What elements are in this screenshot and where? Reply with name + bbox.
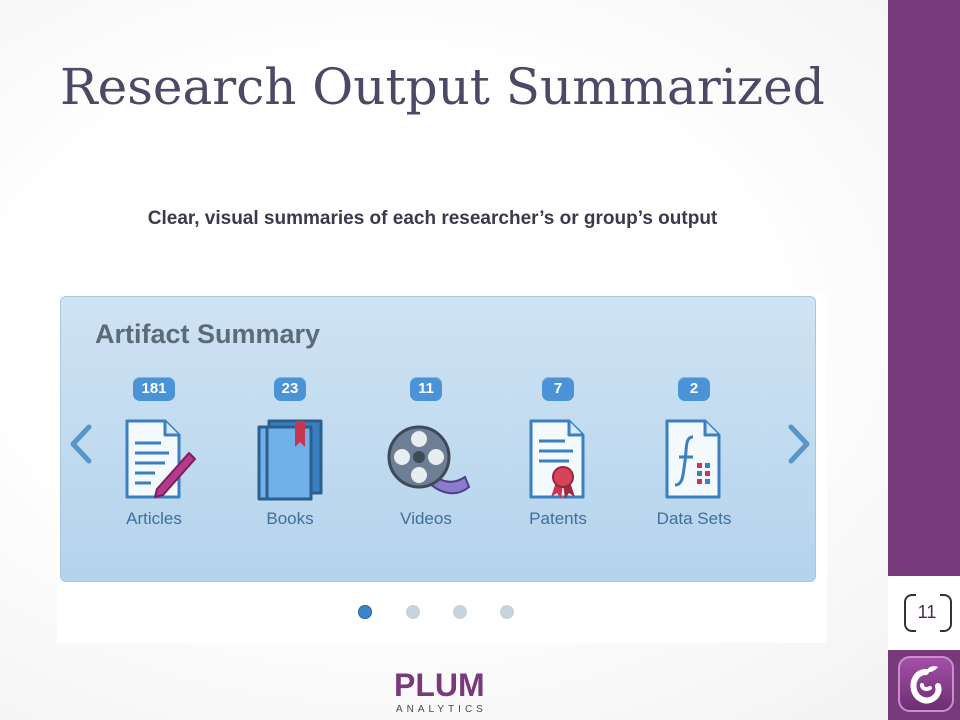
artifact-count-badge: 7 bbox=[542, 377, 574, 401]
slide-title: Research Output Summarized bbox=[60, 58, 825, 116]
page-bracket-left bbox=[904, 594, 916, 632]
artifact-label: Books bbox=[266, 509, 314, 528]
carousel-dot-4[interactable] bbox=[500, 605, 514, 619]
page-number-box: 11 bbox=[888, 576, 960, 648]
artifact-summary-panel: Artifact Summary 181 Articles 23 Books bbox=[60, 296, 816, 582]
artifact-count-badge: 23 bbox=[273, 377, 307, 401]
artifact-label: Videos bbox=[400, 509, 452, 528]
panel-title: Artifact Summary bbox=[95, 319, 321, 349]
artifact-books[interactable]: 23 Books bbox=[230, 377, 350, 557]
plum-app-icon bbox=[898, 656, 954, 712]
artifact-videos[interactable]: 11 Videos bbox=[366, 377, 486, 557]
carousel-next-arrow-icon[interactable] bbox=[785, 419, 813, 469]
carousel-prev-arrow-icon[interactable] bbox=[67, 419, 95, 469]
page-number: 11 bbox=[917, 602, 937, 622]
page-bracket-right bbox=[940, 594, 952, 632]
logo-wordmark: PLUM bbox=[394, 667, 485, 703]
book-icon bbox=[257, 419, 323, 501]
artifact-label: Data Sets bbox=[656, 509, 732, 528]
patent-certificate-icon bbox=[529, 419, 585, 499]
slide-subtitle: Clear, visual summaries of each research… bbox=[147, 208, 718, 229]
artifact-articles[interactable]: 181 Articles bbox=[94, 377, 214, 557]
article-icon bbox=[125, 419, 196, 499]
plum-analytics-logo: PLUM ANALYTICS bbox=[394, 668, 498, 718]
carousel-dot-1[interactable] bbox=[358, 605, 372, 619]
artifact-count-badge: 2 bbox=[678, 377, 710, 401]
artifact-count-badge: 11 bbox=[410, 377, 442, 401]
logo-subtext: ANALYTICS bbox=[396, 704, 487, 715]
data-set-icon bbox=[665, 419, 721, 499]
carousel-dot-3[interactable] bbox=[453, 605, 467, 619]
artifact-count-badge: 181 bbox=[133, 377, 175, 401]
artifact-patents[interactable]: 7 Patents bbox=[498, 377, 618, 557]
film-reel-icon bbox=[387, 425, 471, 495]
artifact-label: Articles bbox=[126, 509, 182, 528]
carousel-dot-2[interactable] bbox=[406, 605, 420, 619]
artifact-label: Patents bbox=[529, 509, 587, 528]
artifact-data-sets[interactable]: 2 Data Sets bbox=[634, 377, 754, 557]
